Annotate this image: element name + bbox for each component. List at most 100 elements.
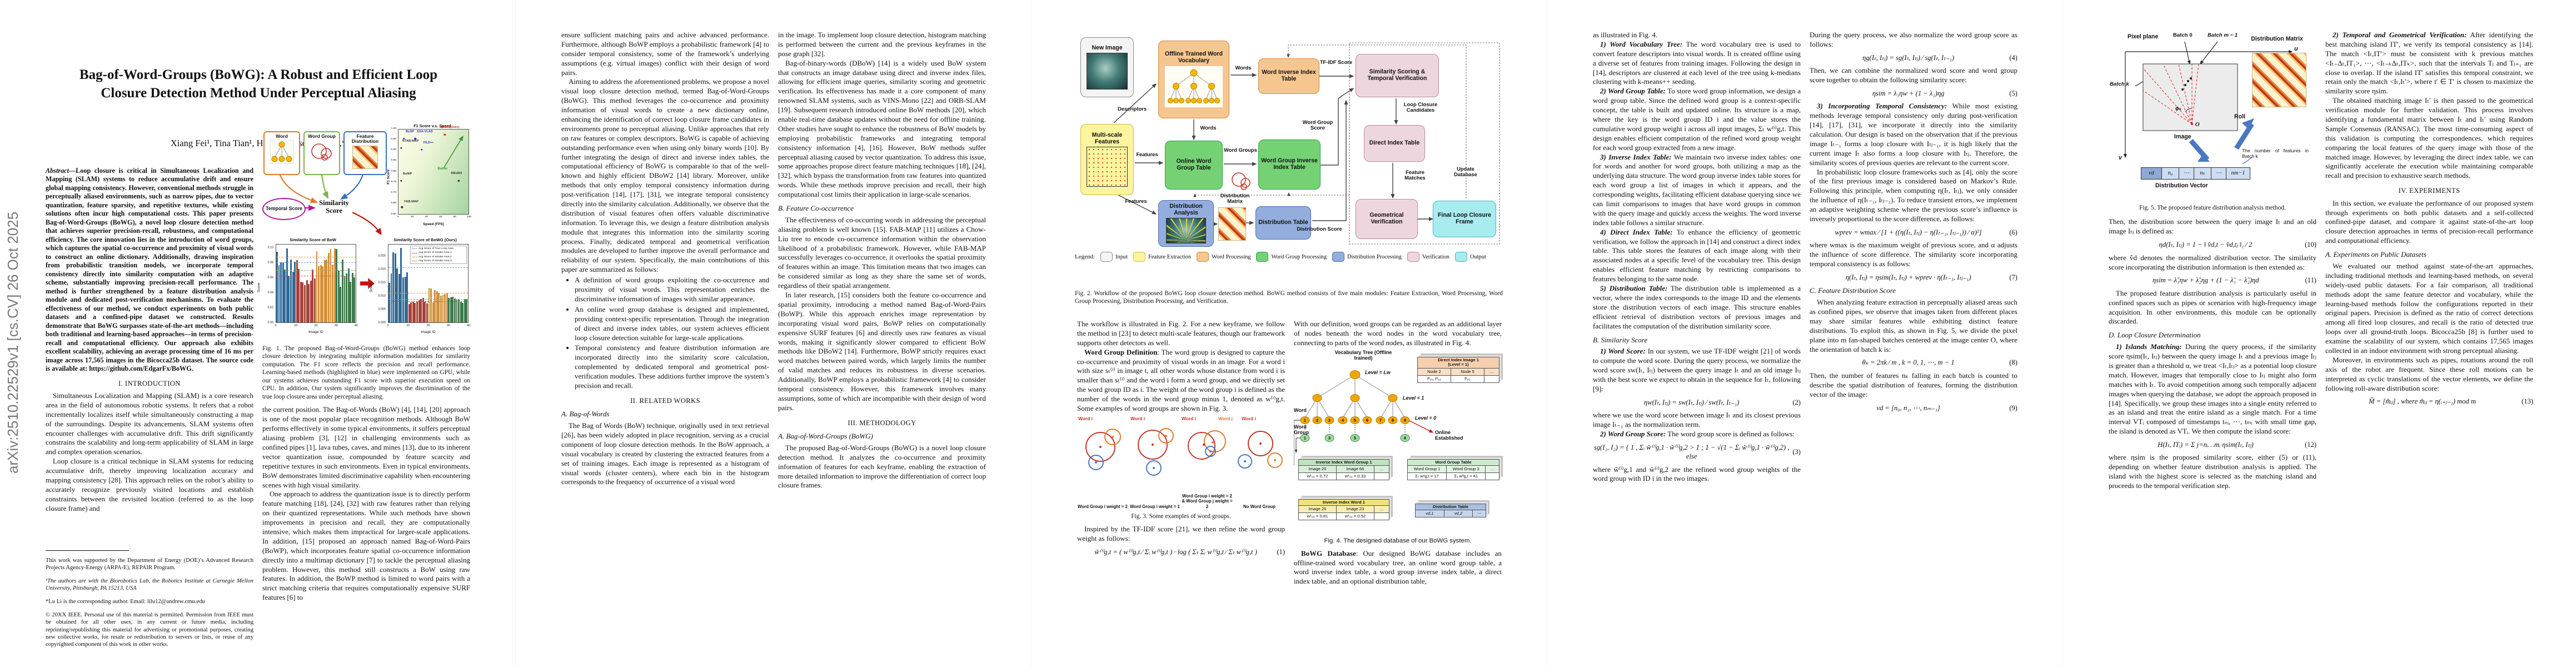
y-tick: 0.90 bbox=[391, 148, 396, 152]
bar bbox=[448, 298, 450, 322]
p2-left-column: ensure sufficient matching pairs and ach… bbox=[561, 31, 769, 636]
legend-dash-swatch bbox=[412, 248, 417, 250]
fig4-level-top: Level = Lw bbox=[1365, 369, 1391, 375]
bar bbox=[416, 301, 418, 322]
p2r-para-4: The proposed Bag-of-Word-Groups (BoWG) i… bbox=[778, 443, 986, 490]
bar bbox=[346, 273, 348, 322]
equation-5: ηsim = λ₁ηw + (1 − λ₁)ηg(5) bbox=[1872, 89, 2017, 97]
bow-chart-plot bbox=[276, 244, 356, 323]
bar bbox=[316, 251, 318, 322]
bar bbox=[390, 273, 392, 322]
node-distribution-analysis-label: Distribution Analysis bbox=[1169, 203, 1203, 216]
legend-word-group-processing: Word Group Processing bbox=[1256, 252, 1327, 262]
scatter-point-label: BoWP bbox=[403, 172, 412, 176]
legend-verification: Verification bbox=[1407, 252, 1449, 262]
y-tick: 0.010 bbox=[378, 294, 386, 298]
similarity-score-label: Similarity Score bbox=[319, 199, 349, 215]
word-group-circles-glyph bbox=[1232, 172, 1250, 190]
fig5-image-label: Image bbox=[2174, 133, 2191, 140]
x-tick: 20 bbox=[314, 324, 318, 327]
p4l-para-0: as illustrated in Fig. 4. bbox=[1593, 31, 1658, 39]
legend-entry: Avg Score of Similar Area 1 bbox=[412, 251, 465, 255]
x-tick: 10 bbox=[294, 324, 298, 327]
bar bbox=[456, 299, 458, 322]
bar bbox=[313, 278, 316, 322]
equation-13: M̂ = [m̂ᵢⱼ] , where m̂ᵢⱼ = η(ᵢ₊ⱼ₋₁) mod … bbox=[2369, 397, 2533, 406]
bar bbox=[300, 281, 302, 322]
page-4: as illustrated in Fig. 4. 1) Word Vocabu… bbox=[1547, 0, 2062, 667]
p5r-para-4: Moreover, in environments such as pipes,… bbox=[2325, 355, 2533, 392]
bar bbox=[400, 248, 402, 322]
intro-para-1: Simultaneous Localization and Mapping (S… bbox=[46, 391, 253, 456]
arrow-label-features1: Features bbox=[1136, 151, 1158, 157]
x-tick: 30 bbox=[446, 324, 450, 327]
x-tick: 0 bbox=[397, 216, 399, 218]
fig5-origin-label: O bbox=[2195, 122, 2200, 128]
bar bbox=[412, 301, 414, 322]
x-tick: 30 bbox=[334, 324, 338, 327]
fig5-roll-label: Roll bbox=[2234, 113, 2246, 120]
legend-label: Avg Score of True Loop Area bbox=[418, 247, 454, 250]
fig5-batchk-label: Batch k bbox=[2110, 81, 2129, 87]
bar bbox=[388, 282, 390, 322]
section-experiments: IV. EXPERIMENTS bbox=[2398, 187, 2460, 195]
svg-text:8: 8 bbox=[1392, 419, 1394, 422]
subsection-feature-distribution-score: C. Feature Distribution Score bbox=[1810, 286, 1896, 295]
svg-text:3: 3 bbox=[1328, 419, 1331, 422]
tree-node bbox=[1350, 394, 1360, 402]
legend-entry: Avg Score of Similar Area 2 bbox=[412, 255, 465, 259]
bar bbox=[404, 277, 406, 322]
y-tick: 0.000 bbox=[378, 321, 386, 325]
bar bbox=[406, 272, 408, 322]
figure-2: New Image Offline Trained Word Vocabular… bbox=[1075, 31, 1503, 282]
footnote-email: *Lu Li is the corresponding author. Emai… bbox=[46, 599, 205, 605]
p2l-para-A: The Bag of Words (BoW) technique, origin… bbox=[561, 421, 769, 486]
p2-right-column: in the image. To implement loop closure … bbox=[778, 31, 986, 636]
avg-score-dash-line bbox=[276, 262, 356, 263]
bar bbox=[336, 249, 338, 322]
svg-text:9: 9 bbox=[1404, 436, 1406, 440]
node-geometrical-verification: Geometrical Verification bbox=[1356, 199, 1418, 239]
figure-3-caption: Fig. 3. Some examples of word groups. bbox=[1131, 512, 1231, 520]
page-1: arXiv:2510.22529v1 [cs.CV] 26 Oct 2025 B… bbox=[0, 0, 515, 667]
node-final-loop-closure: Final Loop Closure Frame bbox=[1433, 201, 1496, 237]
x-tick: 40 bbox=[467, 324, 470, 327]
y-tick: 0.95 bbox=[391, 138, 396, 141]
tree-node bbox=[1338, 416, 1348, 424]
fig5-u-label: u bbox=[2294, 46, 2298, 52]
p2r-para-1: Bag-of-binary-words (DBoW) [14] is a wid… bbox=[778, 58, 986, 199]
fig3-circles-2 bbox=[1138, 427, 1174, 476]
p4l-item-5: 5) Distribution Table: The distribution … bbox=[1593, 284, 1801, 330]
bar bbox=[424, 301, 426, 322]
scatter-point bbox=[457, 180, 460, 182]
fig5-batch0-label: Batch 0 bbox=[2173, 32, 2193, 38]
legend-entry: Avg Score of Similar Area 3 bbox=[412, 259, 465, 263]
y-tick: 0.04 bbox=[267, 291, 274, 295]
bar bbox=[450, 297, 452, 322]
p5l-para-1: where v̂d denotes the normalized distrib… bbox=[2109, 253, 2316, 271]
svg-text:3: 3 bbox=[1328, 436, 1331, 440]
y-tick: 0.60 bbox=[391, 212, 396, 216]
p5l-islands-matching: 1) Islands Matching: During the query pr… bbox=[2109, 342, 2316, 436]
x-tick: 20 bbox=[426, 324, 430, 327]
fig5-distribution-matrix-label: Distribution Matrix bbox=[2251, 36, 2303, 42]
temporal-score-ellipse: Temporal Score bbox=[262, 198, 306, 220]
node-word-inverse-index: Word Inverse Index Table bbox=[1258, 58, 1319, 94]
scatter-point bbox=[403, 137, 405, 140]
feature-distribution-box: Feature Distribution bbox=[343, 131, 387, 175]
bar bbox=[408, 303, 410, 322]
legend-distribution-processing: Distribution Processing bbox=[1332, 252, 1402, 262]
page-3: New Image Offline Trained Word Vocabular… bbox=[1031, 0, 1547, 667]
word-group-circles-icon bbox=[311, 143, 332, 161]
legend-title: Legend: bbox=[1075, 253, 1095, 260]
bar bbox=[340, 287, 342, 322]
bar bbox=[282, 262, 284, 322]
legend-feature-extraction: Feature Extraction bbox=[1133, 252, 1191, 262]
p4l-item-3: 3) Inverse Index Table: We maintain two … bbox=[1593, 152, 1801, 227]
word-tree-icon bbox=[270, 140, 294, 164]
